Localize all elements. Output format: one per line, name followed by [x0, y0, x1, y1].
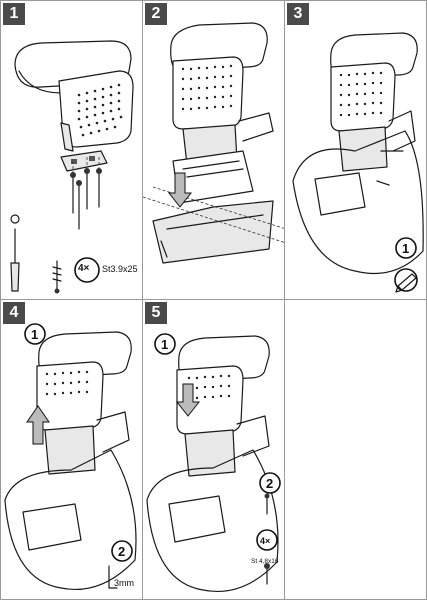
step-2-badge: 2	[145, 3, 167, 25]
step-1-illustration	[10, 40, 134, 294]
step-1-badge: 1	[3, 3, 25, 25]
arrow-down-icon	[175, 383, 201, 417]
step-3-illustration	[292, 32, 424, 293]
step-2-panel: 2	[142, 0, 285, 300]
screw-icon	[52, 260, 62, 294]
hex-key-icon	[108, 565, 118, 589]
step-5-panel: 5 1 2 4×	[142, 299, 285, 600]
empty-panel	[284, 299, 427, 600]
step-4-badge: 4	[3, 302, 25, 324]
step-1-panel: 1	[0, 0, 143, 300]
step-2-illustration	[143, 22, 284, 264]
screwdriver-icon	[10, 214, 20, 292]
step-5-illustration	[146, 333, 281, 593]
screw-qty-label: 4×	[78, 263, 90, 274]
screw-icon	[264, 493, 270, 585]
armrest-illustration	[14, 40, 134, 152]
step-4-illustration	[4, 323, 137, 591]
screw-icon	[70, 168, 102, 230]
step-3-panel: 3 1	[284, 0, 427, 300]
arrow-up-icon	[26, 405, 50, 445]
screw-spec-label: St3.9x25	[102, 264, 138, 274]
step-3-badge: 3	[287, 3, 309, 25]
pen-icon	[395, 273, 417, 293]
step-4-panel: 4 1 2 3mm	[0, 299, 143, 600]
arrow-down-icon	[167, 172, 193, 208]
step-5-badge: 5	[145, 302, 167, 324]
